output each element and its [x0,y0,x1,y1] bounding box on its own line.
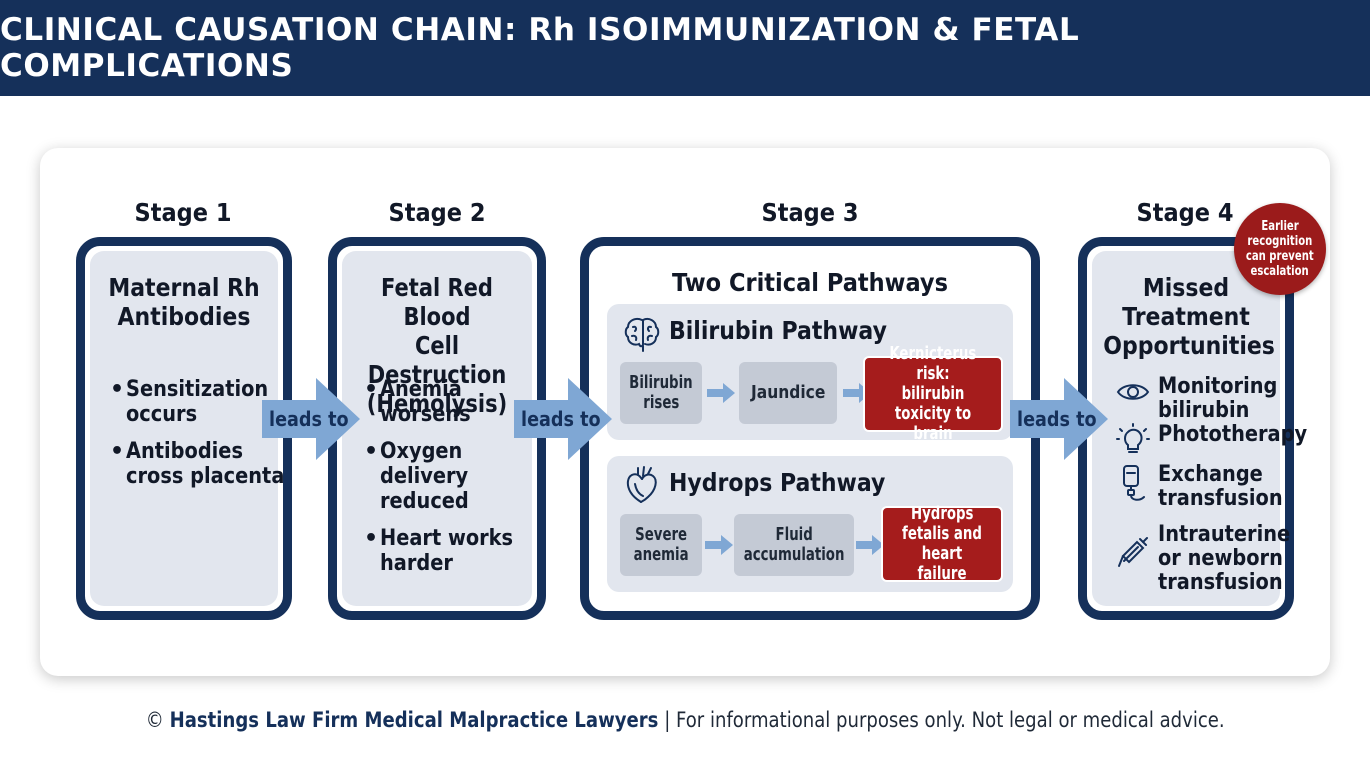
copyright-symbol: © [145,708,164,732]
leads-to-arrow-1: leads to [262,378,362,460]
bilirubin-pathway-heading: Bilirubin Pathway [669,316,887,345]
syringe-icon [1118,537,1148,567]
footer: © Hastings Law Firm Medical Malpractice … [0,708,1370,732]
disclaimer: | For informational purposes only. Not l… [663,708,1225,732]
stage-4-label: Stage 4 [1136,198,1234,227]
hydrops-pathway-heading: Hydrops Pathway [669,468,886,497]
stage-4-title: Missed Treatment Opportunities [1103,273,1275,360]
iv-bag-icon [1123,465,1145,501]
stage-2-label: Stage 2 [388,198,486,227]
header-bar: CLINICAL CAUSATION CHAIN: Rh ISOIMMUNIZA… [0,0,1370,96]
pathway-arrow [856,535,884,555]
leads-to-arrow-2: leads to [514,378,614,460]
stage-2-title: Fetal Red Blood Cell Destruction (Hemoly… [366,273,508,418]
stage-3-box: Two Critical Pathways Bilirubin Pathway … [580,237,1040,620]
stage-1-title: Maternal Rh Antibodies [108,273,260,331]
lightbulb-icon [1116,423,1150,453]
eye-icon [1116,384,1150,400]
stage-1-label: Stage 1 [134,198,232,227]
stage-4-box: Missed Treatment Opportunities Monitorin… [1078,237,1307,620]
jaundice-box: Jaundice [739,362,837,424]
leads-to-arrow-3: leads to [1010,378,1110,460]
stage-3-label: Stage 3 [761,198,859,227]
pathway-arrow [705,535,733,555]
pathway-arrow [707,383,735,403]
firm-name: Hastings Law Firm Medical Malpractice La… [169,708,659,732]
page-title: CLINICAL CAUSATION CHAIN: Rh ISOIMMUNIZA… [0,12,1080,84]
stage-3-title: Two Critical Pathways [672,268,948,297]
stage-2-box: Fetal Red Blood Cell Destruction (Hemoly… [328,237,546,620]
heart-icon [626,466,657,503]
brain-icon [624,317,660,352]
